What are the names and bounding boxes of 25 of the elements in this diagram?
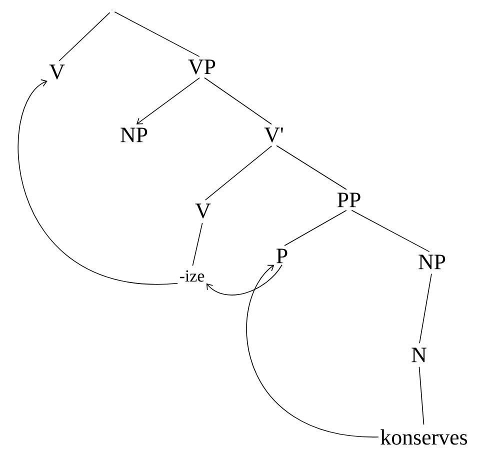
- tree-branch: [204, 146, 272, 200]
- tree-branch: [114, 12, 200, 57]
- category-label: V: [49, 64, 65, 80]
- category-label: N: [412, 348, 426, 362]
- category-label: PP: [337, 192, 360, 208]
- tree-branch: [276, 145, 347, 190]
- category-label: NP: [418, 254, 446, 270]
- tree-branch: [204, 77, 272, 125]
- tree-branch: [418, 366, 424, 425]
- tree-branch: [284, 210, 347, 246]
- tree-branch: [58, 12, 110, 62]
- movement-arrow: [246, 264, 379, 438]
- movement-arrow: [18, 79, 178, 284]
- category-label: V': [264, 128, 283, 142]
- word-label: konserves: [380, 429, 468, 445]
- category-label: V: [195, 204, 211, 218]
- category-label: P: [276, 248, 288, 264]
- tree-branch: [351, 210, 430, 252]
- movement-arrow: [206, 264, 282, 296]
- morpheme-label: -ize: [180, 270, 204, 282]
- tree-branch: [192, 222, 203, 266]
- category-label: VP: [188, 60, 216, 74]
- category-label: NP: [120, 128, 148, 142]
- tree-branch: [136, 77, 200, 124]
- tree-branch: [419, 273, 432, 344]
